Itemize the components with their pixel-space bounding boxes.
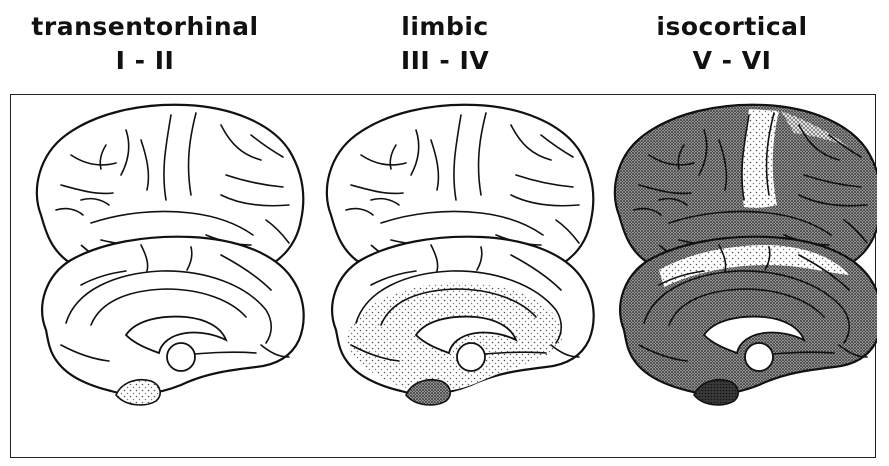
stage-range: V - VI — [592, 44, 872, 78]
stage-range: III - IV — [305, 44, 585, 78]
brain-medial-stage-3 — [332, 237, 594, 405]
brain-medial-stage-1 — [42, 237, 304, 405]
stage-header-limbic: limbic III - IV — [305, 10, 585, 78]
stage-header-transentorhinal: transentorhinal I - II — [5, 10, 285, 78]
brain-medial-stage-5 — [620, 237, 877, 405]
brain-diagram-panel — [10, 94, 876, 458]
stage-header-isocortical: isocortical V - VI — [592, 10, 872, 78]
brain-diagram-svg — [11, 95, 877, 459]
stage-name: isocortical — [592, 10, 872, 44]
stage-name: transentorhinal — [5, 10, 285, 44]
stage-name: limbic — [305, 10, 585, 44]
stage-headers: transentorhinal I - II limbic III - IV i… — [0, 10, 889, 90]
stage-range: I - II — [5, 44, 285, 78]
